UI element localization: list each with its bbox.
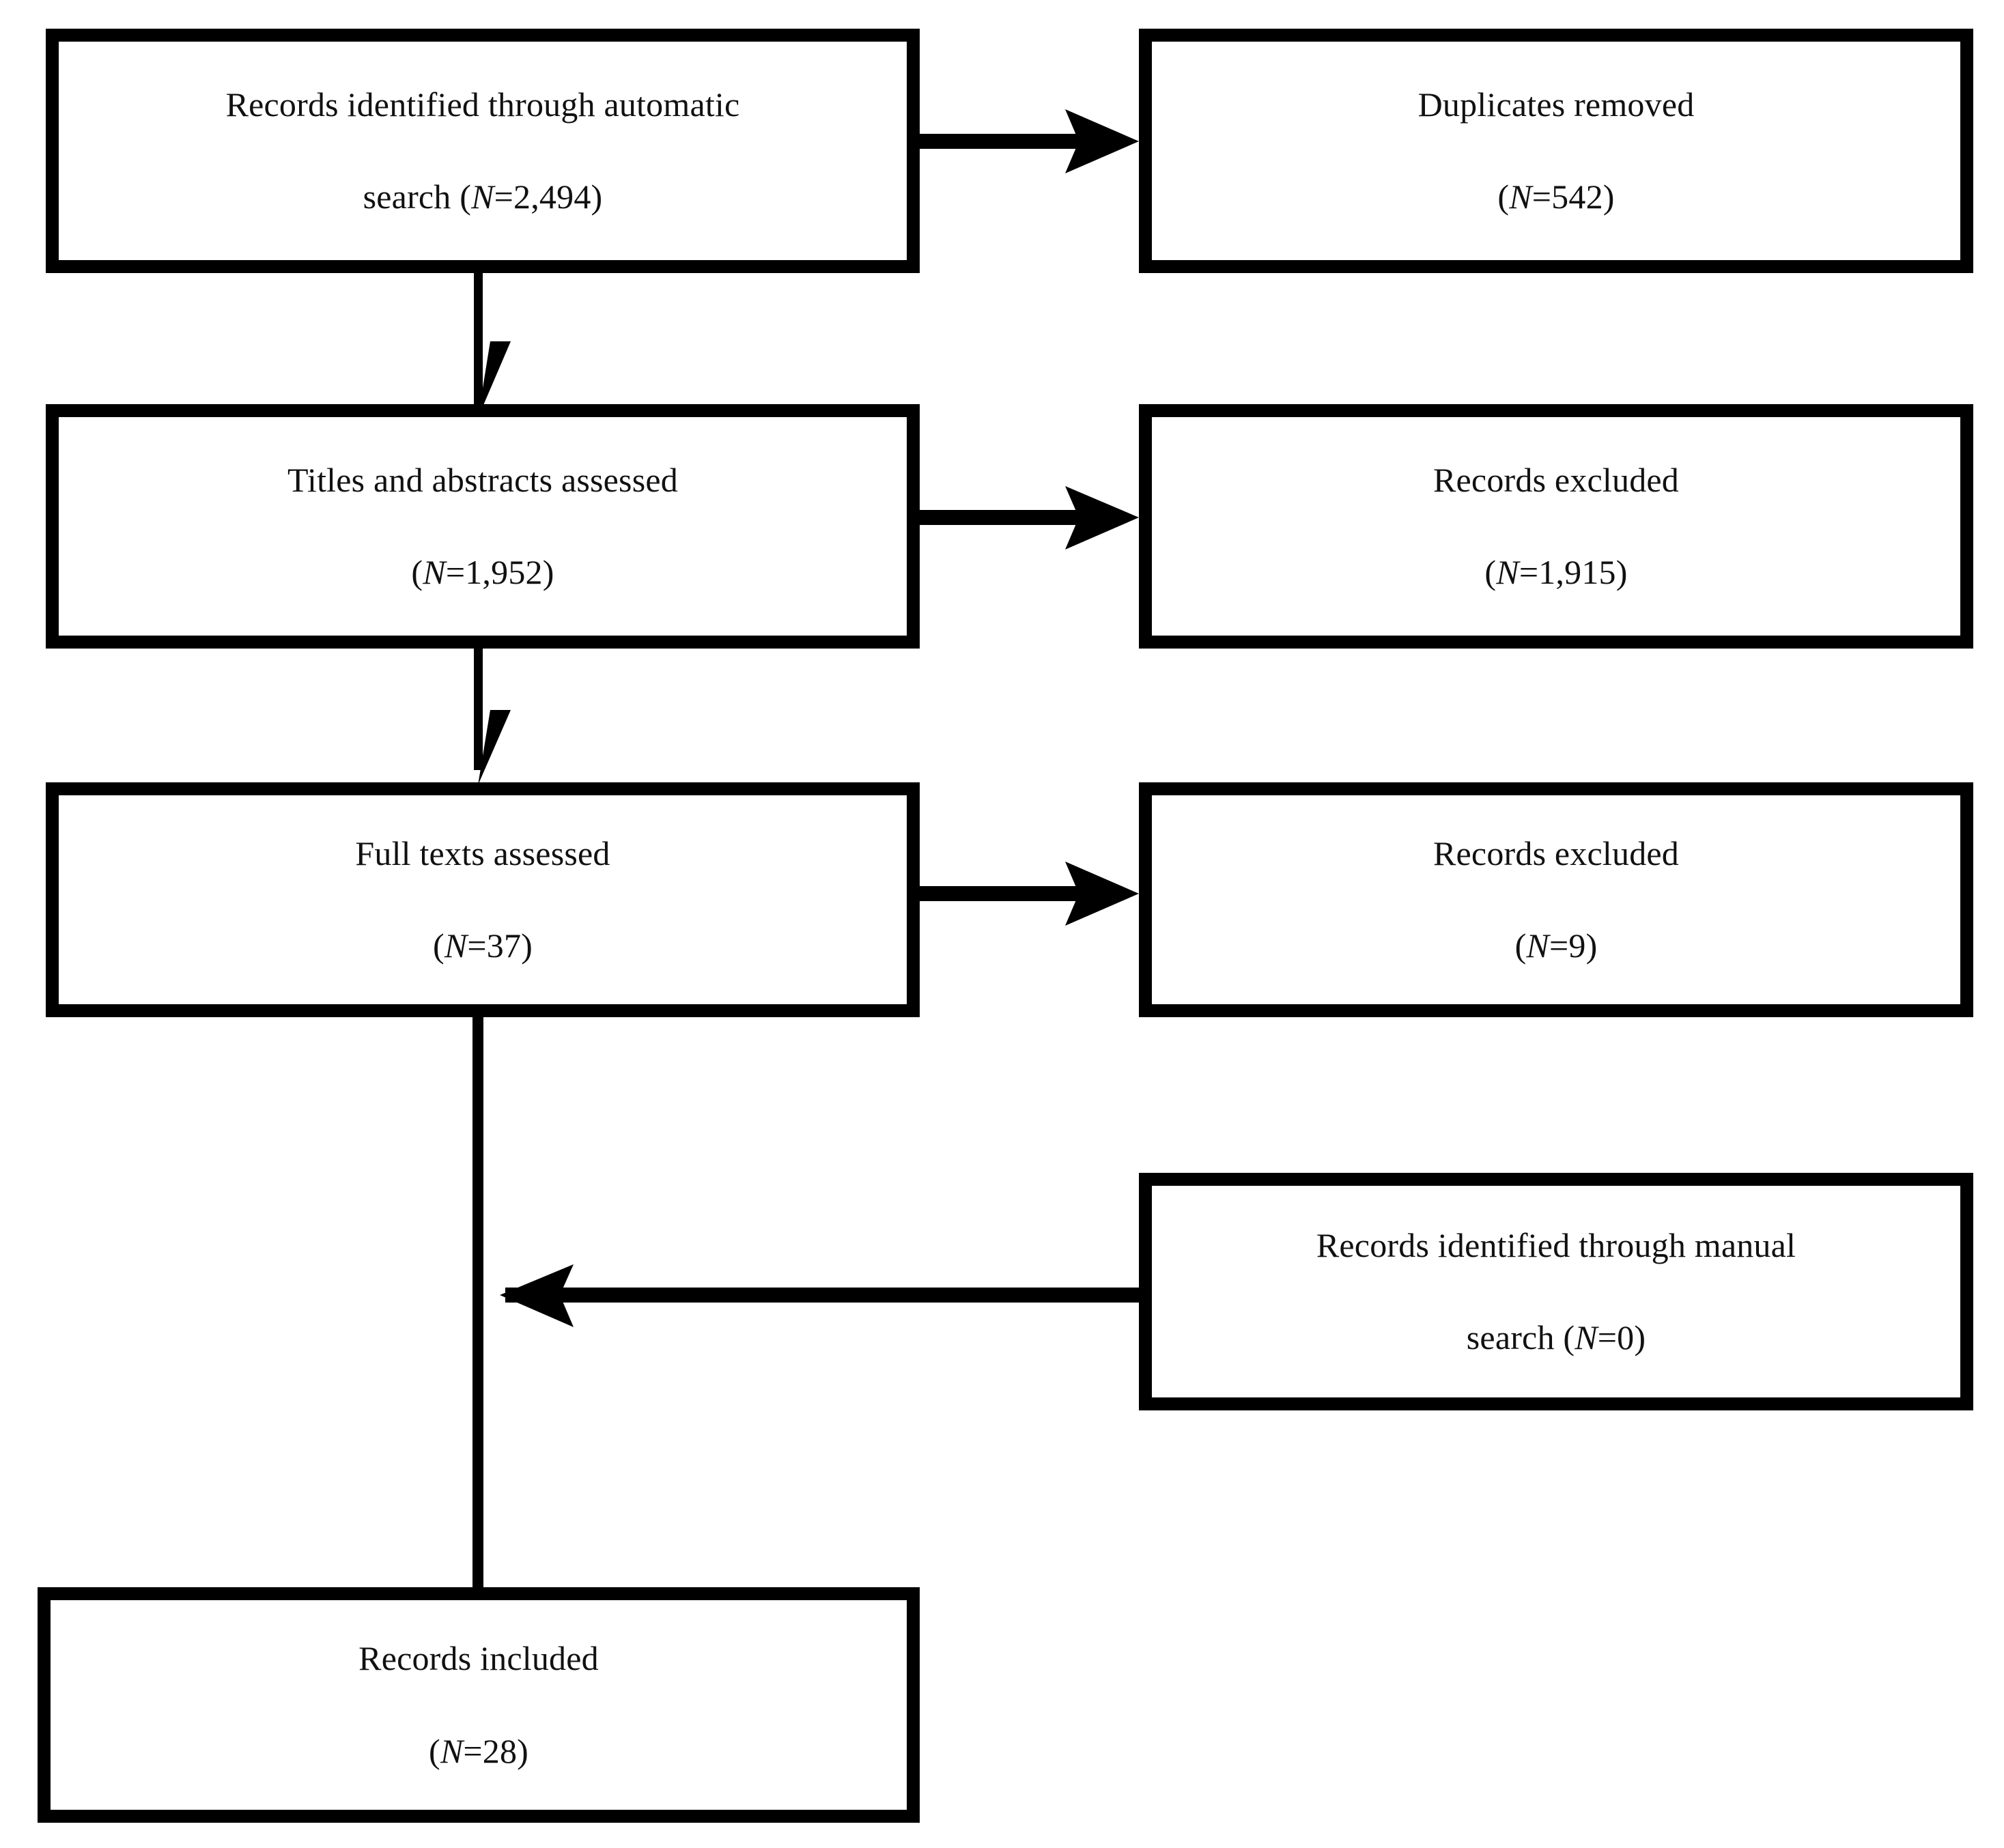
node-records-excluded-screening: Records excluded (N=1,915) xyxy=(1139,404,1973,649)
node-duplicates-removed: Duplicates removed (N=542) xyxy=(1139,29,1973,273)
node-automatic-search: Records identified through automatic sea… xyxy=(46,29,920,273)
node-records-excluded-fulltext-line1: Records excluded xyxy=(1433,834,1679,872)
node-full-texts-assessed-line1: Full texts assessed xyxy=(355,834,610,872)
arrow-automatic-to-duplicates xyxy=(918,109,1139,173)
node-manual-search: Records identified through manual search… xyxy=(1139,1173,1973,1410)
arrow-automatic-to-titles xyxy=(453,273,511,418)
node-automatic-search-line2: search (N=2,494) xyxy=(363,177,603,216)
node-duplicates-removed-line2: (N=542) xyxy=(1497,177,1615,216)
node-manual-search-line2: search (N=0) xyxy=(1466,1318,1646,1356)
node-manual-search-line1: Records identified through manual xyxy=(1316,1225,1796,1264)
node-full-texts-assessed-line2: (N=37) xyxy=(432,926,533,965)
arrow-fulltexts-to-excluded xyxy=(918,862,1139,926)
node-automatic-search-line1: Records identified through automatic xyxy=(225,85,740,124)
node-records-excluded-screening-line2: (N=1,915) xyxy=(1484,553,1628,591)
node-titles-abstracts-assessed-line1: Titles and abstracts assessed xyxy=(287,460,678,499)
node-titles-abstracts-assessed-line2: (N=1,952) xyxy=(411,553,554,591)
arrow-manual-to-included-stem xyxy=(500,1264,1140,1327)
node-records-included-line1: Records included xyxy=(358,1639,599,1677)
node-records-excluded-screening-line1: Records excluded xyxy=(1433,460,1679,499)
node-records-included: Records included (N=28) xyxy=(38,1587,920,1823)
node-records-included-line2: (N=28) xyxy=(428,1731,529,1770)
arrow-fulltexts-to-included xyxy=(472,1014,483,1595)
node-duplicates-removed-line1: Duplicates removed xyxy=(1417,85,1695,124)
node-titles-abstracts-assessed: Titles and abstracts assessed (N=1,952) xyxy=(46,404,920,649)
arrow-titles-to-excluded xyxy=(918,486,1139,550)
node-records-excluded-fulltext-line2: (N=9) xyxy=(1514,926,1598,965)
arrow-titles-to-fulltexts xyxy=(453,639,511,785)
node-records-excluded-fulltext: Records excluded (N=9) xyxy=(1139,782,1973,1017)
node-full-texts-assessed: Full texts assessed (N=37) xyxy=(46,782,920,1017)
